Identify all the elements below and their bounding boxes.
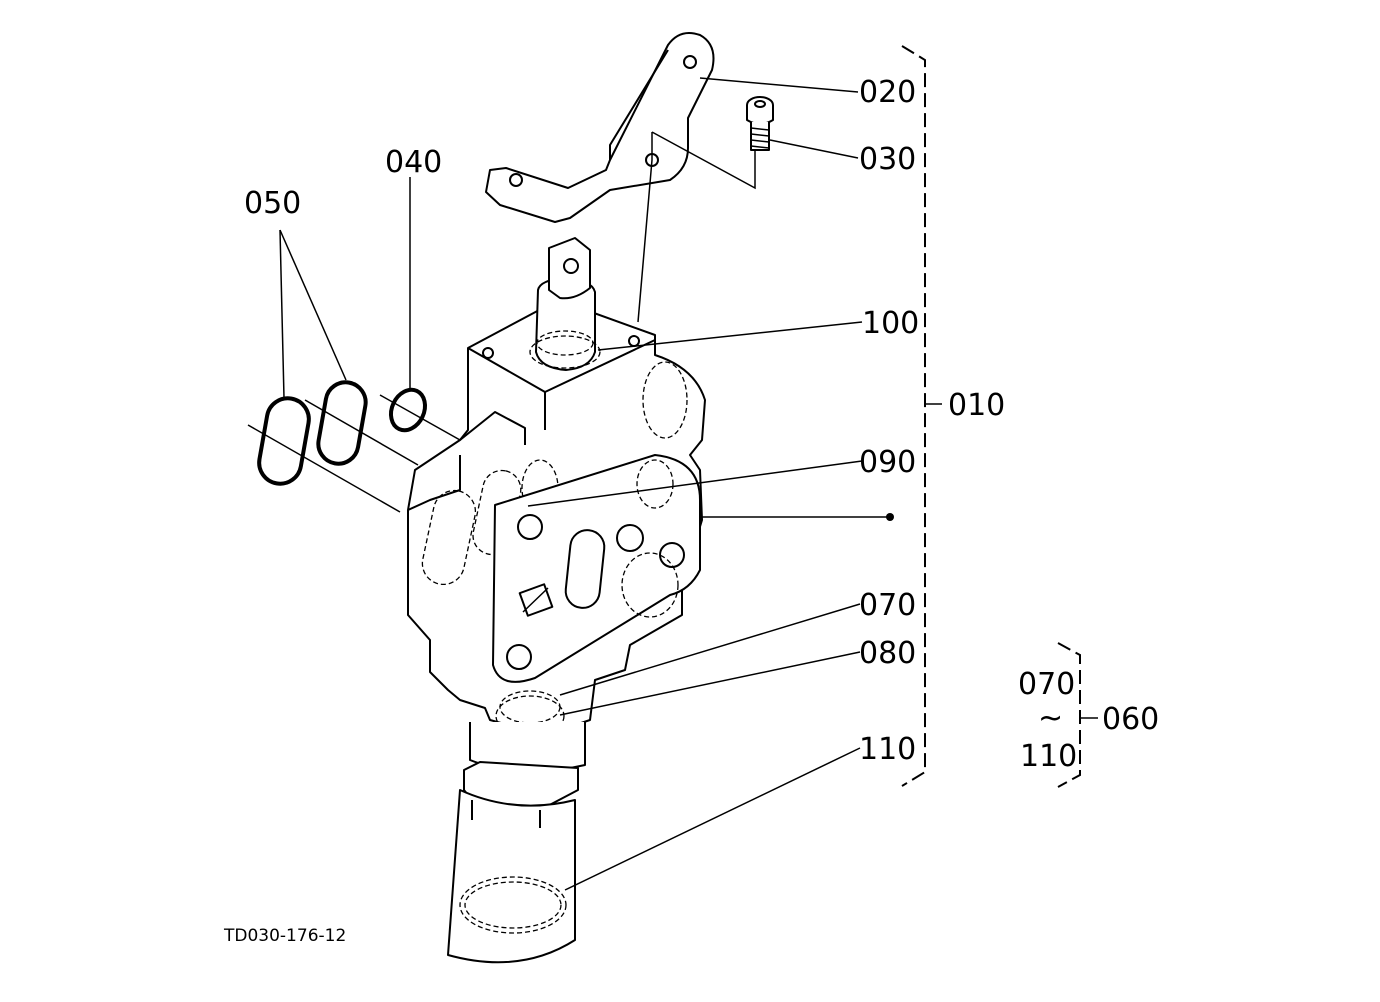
callout-100: 100	[862, 306, 919, 341]
assembly-bracket-010	[901, 45, 942, 787]
callout-030: 030	[859, 142, 916, 177]
callout-080: 080	[859, 636, 916, 671]
callout-040: 040	[385, 145, 442, 180]
callout-020: 020	[859, 75, 916, 110]
kit-range-separator: ~	[1038, 701, 1063, 736]
callout-110: 110	[859, 732, 916, 767]
leader-lines	[247, 77, 888, 891]
cap-screw-part-030[interactable]	[746, 96, 774, 151]
kit-bracket-060	[1057, 642, 1098, 788]
o-ring-part-050-a[interactable]	[256, 395, 312, 487]
callout-010: 010	[948, 388, 1005, 423]
kit-range-to: 110	[1020, 739, 1077, 774]
drawing-code: TD030-176-12	[223, 926, 346, 946]
o-ring-part-050-b[interactable]	[315, 379, 369, 467]
kit-range-from: 070	[1018, 667, 1075, 702]
callout-090: 090	[859, 445, 916, 480]
bracket-part-020[interactable]	[485, 32, 715, 223]
callout-050: 050	[244, 186, 301, 221]
callout-070: 070	[859, 588, 916, 623]
control-valve-body[interactable]	[407, 237, 706, 737]
adapter-part-110[interactable]	[447, 722, 586, 964]
kit-label-060: 060	[1102, 702, 1159, 737]
reference-dot	[886, 513, 894, 521]
